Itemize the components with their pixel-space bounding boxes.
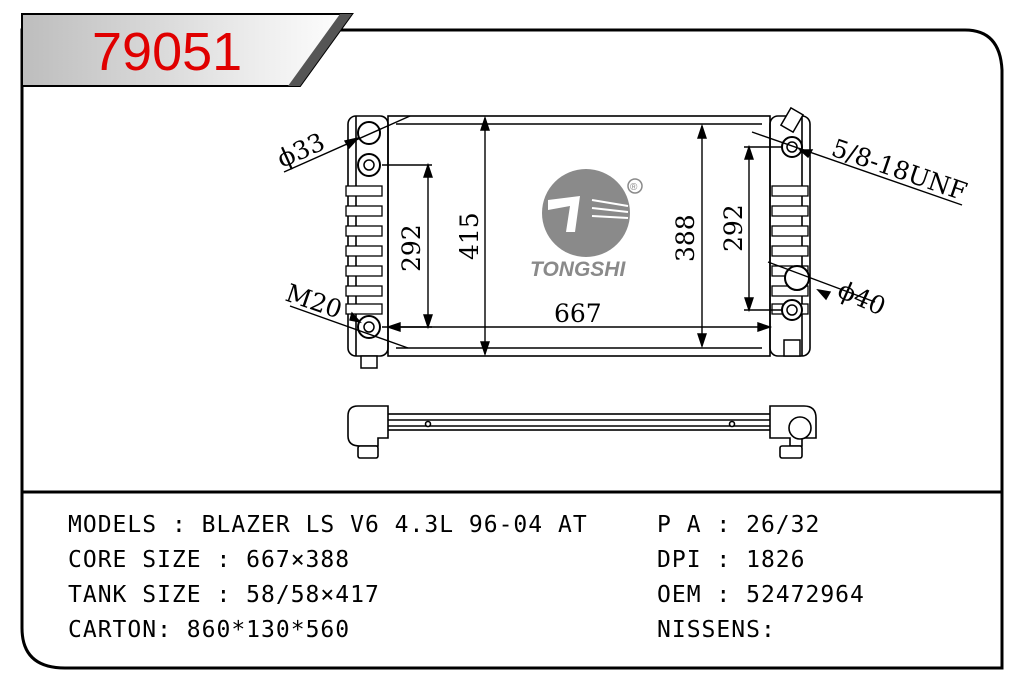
label-inlet-diameter: ϕ33 [273, 127, 329, 173]
spec-row-dpi: DPI : 1826 [657, 547, 806, 573]
pa-value: 26/32 [746, 512, 821, 538]
dim-label-292-right: 292 [719, 204, 748, 252]
tank-fin [771, 225, 809, 237]
carton-label: CARTON [68, 617, 158, 643]
spec-row-models: MODELS : BLAZER LS V6 4.3L 96-04 AT [68, 512, 588, 538]
dim-label-415: 415 [455, 212, 484, 260]
nissens-label: NISSENS [657, 617, 761, 643]
label-drain-thread: M20 [282, 278, 346, 324]
sheet-frame [20, 28, 1004, 670]
part-number-tab-shadow [288, 14, 352, 86]
tank-fin [345, 285, 383, 297]
registered-mark: ® [630, 182, 638, 193]
dim-label-292-left: 292 [397, 224, 426, 272]
top-left-port [357, 153, 381, 177]
core-size-value: 667×388 [246, 547, 351, 573]
models-label: MODELS [68, 512, 158, 538]
dpi-label: DPI [657, 547, 702, 573]
spec-row-carton: CARTON: 860*130*560 [68, 617, 351, 643]
tank-fin [345, 265, 383, 277]
spec-row-tank-size: TANK SIZE : 58/58×417 [68, 582, 380, 608]
models-value: BLAZER LS V6 4.3L 96-04 AT [201, 512, 588, 538]
tank-fin [345, 245, 383, 257]
oem-value: 52472964 [746, 582, 865, 608]
part-number: 79051 [92, 22, 242, 82]
tank-fin [771, 245, 809, 257]
tank-fin [771, 185, 809, 197]
label-outlet-diameter: ϕ40 [834, 275, 890, 321]
core-size-label: CORE SIZE [68, 547, 202, 573]
tank-fin [771, 205, 809, 217]
spec-row-pa: P A : 26/32 [657, 512, 821, 538]
dim-label-388: 388 [671, 214, 700, 262]
dim-label-667: 667 [554, 299, 602, 328]
tank-fin [345, 205, 383, 217]
brand-name: TONGSHI [530, 258, 626, 281]
spec-row-nissens: NISSENS: [657, 617, 791, 643]
logo-emblem [542, 169, 630, 257]
carton-value: 860*130*560 [186, 617, 351, 643]
pa-label: P A [657, 512, 702, 538]
radiator-side-view [347, 405, 817, 459]
dpi-value: 1826 [746, 547, 806, 573]
drain-port [357, 315, 381, 369]
tank-fin [345, 303, 383, 315]
bottom-right-port [781, 299, 803, 357]
tank-size-label: TANK SIZE [68, 582, 202, 608]
tongshi-logo: ® TONGSHI [530, 169, 643, 281]
tank-size-value: 58/58×417 [246, 582, 380, 608]
label-filler-thread: 5/8-18UNF [828, 133, 971, 206]
spec-row-oem: OEM : 52472964 [657, 582, 865, 608]
dimension-lines [283, 115, 963, 357]
tank-fin [345, 225, 383, 237]
spec-row-core-size: CORE SIZE : 667×388 [68, 547, 351, 573]
tank-fin [345, 185, 383, 197]
inlet-port [357, 121, 381, 145]
oem-label: OEM [657, 582, 702, 608]
